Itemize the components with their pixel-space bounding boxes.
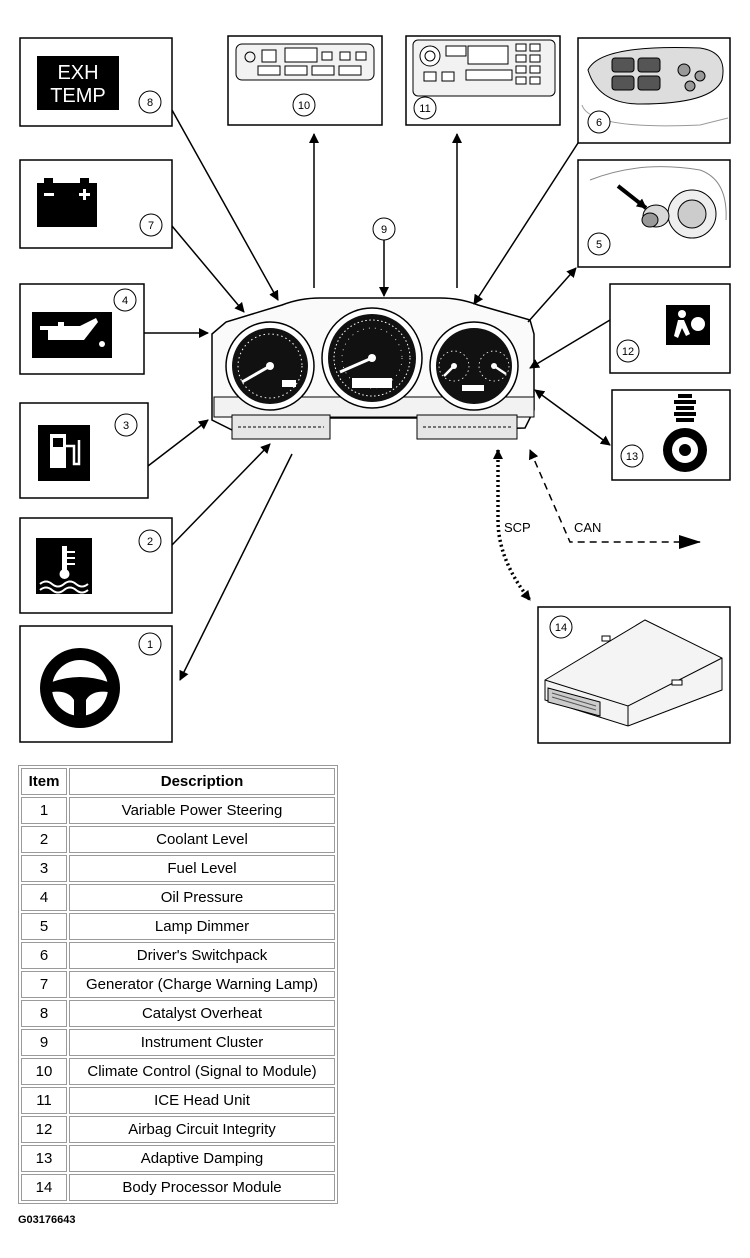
box-oil-pressure: 4 xyxy=(19,283,145,375)
legend-item: 6 xyxy=(21,942,67,969)
box-climate-control: 10 xyxy=(227,35,383,126)
legend-item: 13 xyxy=(21,1145,67,1172)
legend-item: 4 xyxy=(21,884,67,911)
legend-description: Adaptive Damping xyxy=(69,1145,335,1172)
callout-8: 8 xyxy=(147,97,153,109)
callout-13: 13 xyxy=(626,451,638,463)
callout-12: 12 xyxy=(622,346,634,358)
legend-header-item: Item xyxy=(21,768,67,795)
can-bus: CAN xyxy=(529,449,701,549)
exh-temp-line2: TEMP xyxy=(50,85,106,107)
legend-item: 7 xyxy=(21,971,67,998)
figure-id: G03176643 xyxy=(18,1214,76,1226)
legend-item: 14 xyxy=(21,1174,67,1201)
callout-11: 11 xyxy=(419,103,430,115)
legend-description: Driver's Switchpack xyxy=(69,942,335,969)
legend-description: Variable Power Steering xyxy=(69,797,335,824)
scp-bus: SCP xyxy=(493,449,532,602)
legend-description: Oil Pressure xyxy=(69,884,335,911)
airbag-icon xyxy=(666,305,710,345)
legend-item: 12 xyxy=(21,1116,67,1143)
callout-9: 9 xyxy=(381,224,387,236)
steering-wheel-icon xyxy=(40,648,120,728)
legend-item: 10 xyxy=(21,1058,67,1085)
legend-item: 11 xyxy=(21,1087,67,1114)
scp-label: SCP xyxy=(504,520,531,535)
legend-item: 3 xyxy=(21,855,67,882)
legend-description: Airbag Circuit Integrity xyxy=(69,1116,335,1143)
fuel-pump-icon xyxy=(38,425,90,481)
ice-head-unit-icon xyxy=(412,39,556,97)
lamp-dimmer-icon xyxy=(589,166,727,239)
callout-5: 5 xyxy=(596,239,602,251)
legend-description: Catalyst Overheat xyxy=(69,1000,335,1027)
legend-header-description: Description xyxy=(69,768,335,795)
box-drivers-switchpack: 6 xyxy=(577,37,731,144)
legend-item: 2 xyxy=(21,826,67,853)
instrument-cluster-icon xyxy=(211,297,535,440)
legend-description: Generator (Charge Warning Lamp) xyxy=(69,971,335,998)
box-catalyst-overheat: EXH TEMP 8 xyxy=(19,37,173,127)
body-processor-module-icon xyxy=(544,619,723,727)
oil-can-icon xyxy=(32,312,112,358)
box-fuel-level: 3 xyxy=(19,402,149,499)
callout-7: 7 xyxy=(148,220,154,232)
legend-description: Body Processor Module xyxy=(69,1174,335,1201)
legend-item: 5 xyxy=(21,913,67,940)
exh-temp-icon: EXH TEMP xyxy=(37,56,119,110)
coolant-level-icon xyxy=(36,538,92,594)
connector-arrows xyxy=(144,109,611,681)
callout-14: 14 xyxy=(555,622,567,634)
legend-description: Instrument Cluster xyxy=(69,1029,335,1056)
exh-temp-line1: EXH xyxy=(57,62,98,84)
box-body-processor-module: 14 xyxy=(537,606,731,744)
legend-description: Lamp Dimmer xyxy=(69,913,335,940)
climate-control-icon xyxy=(235,43,375,81)
box-lamp-dimmer: 5 xyxy=(577,159,731,268)
legend-description: Coolant Level xyxy=(69,826,335,853)
legend-description: Climate Control (Signal to Module) xyxy=(69,1058,335,1085)
box-adaptive-damping: 13 xyxy=(611,389,731,481)
switchpack-icon xyxy=(581,47,729,127)
callout-6: 6 xyxy=(596,117,602,129)
battery-icon xyxy=(37,178,97,227)
callout-4: 4 xyxy=(122,295,128,307)
box-coolant-level: 2 xyxy=(19,517,173,614)
box-variable-power-steering: 1 xyxy=(19,625,173,743)
legend-item: 9 xyxy=(21,1029,67,1056)
box-generator: 7 xyxy=(19,159,173,249)
callout-3: 3 xyxy=(123,420,129,432)
box-ice-head-unit: 11 xyxy=(405,35,561,126)
legend-description: Fuel Level xyxy=(69,855,335,882)
can-label: CAN xyxy=(574,520,601,535)
diagram-canvas: EXH TEMP 8 7 4 xyxy=(19,35,731,744)
callout-1: 1 xyxy=(147,639,153,651)
legend-item: 8 xyxy=(21,1000,67,1027)
callout-2: 2 xyxy=(147,536,153,548)
legend-description: ICE Head Unit xyxy=(69,1087,335,1114)
callout-10: 10 xyxy=(298,100,310,112)
box-airbag-circuit: 12 xyxy=(609,283,731,374)
legend-item: 1 xyxy=(21,797,67,824)
legend-header-row: Item Description xyxy=(21,768,335,795)
